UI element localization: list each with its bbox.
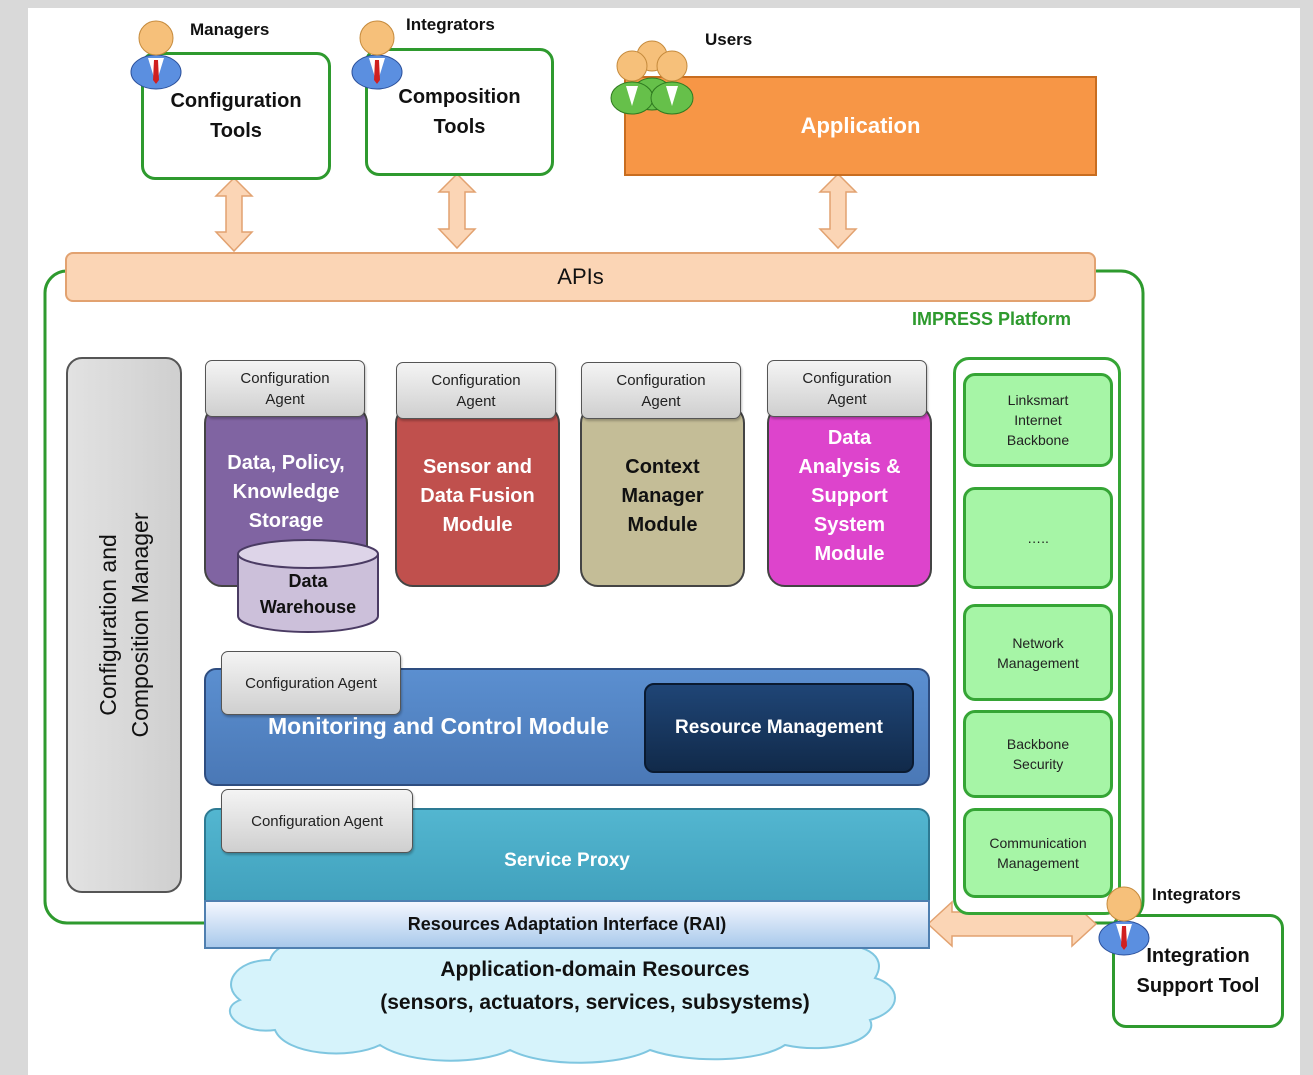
cylinder-icon: [237, 539, 379, 633]
context-manager-label: Context Manager Module: [621, 456, 704, 536]
apis-bar[interactable]: APIs: [65, 252, 1096, 302]
data-analysis-label: Data Analysis & Support System Module: [798, 427, 901, 565]
monitoring-control-label: Monitoring and Control Module: [268, 713, 610, 739]
side-item-network-management[interactable]: Network Management: [963, 604, 1113, 701]
manager-person-icon: [130, 20, 182, 90]
integrator-person-icon: [351, 20, 403, 90]
config-agent-service-proxy[interactable]: Configuration Agent: [221, 789, 413, 853]
service-proxy-label: Service Proxy: [504, 850, 630, 871]
side-item-linksmart[interactable]: Linksmart Internet Backbone: [963, 373, 1113, 467]
config-agent-storage[interactable]: Configuration Agent: [205, 360, 365, 417]
integrator-person-icon: [1098, 886, 1150, 956]
composition-manager-box[interactable]: Configuration and Composition Manager: [66, 357, 182, 893]
composition-manager-label: Configuration and Composition Manager: [95, 512, 153, 738]
config-agent-monitoring[interactable]: Configuration Agent: [221, 651, 401, 715]
role-managers: Managers: [190, 20, 270, 39]
users-group-icon: [610, 40, 694, 115]
application-box[interactable]: Application: [624, 76, 1097, 176]
role-integrators-top: Integrators: [406, 15, 495, 34]
platform-label: IMPRESS Platform: [912, 309, 1072, 329]
config-agent-context[interactable]: Configuration Agent: [581, 362, 741, 419]
data-policy-storage-label: Data, Policy, Knowledge Storage: [227, 452, 345, 532]
resources-cloud-label: Application-domain Resources (sensors, a…: [380, 958, 810, 1014]
config-agent-sensor[interactable]: Configuration Agent: [396, 362, 556, 419]
side-item-communication-management[interactable]: Communication Management: [963, 808, 1113, 898]
sensor-fusion-label: Sensor and Data Fusion Module: [420, 456, 535, 536]
side-item-backbone-security[interactable]: Backbone Security: [963, 710, 1113, 798]
side-item-ellipsis[interactable]: …..: [963, 487, 1113, 589]
data-analysis-module[interactable]: Data Analysis & Support System Module: [767, 405, 932, 587]
sensor-fusion-module[interactable]: Sensor and Data Fusion Module: [395, 405, 560, 587]
context-manager-module[interactable]: Context Manager Module: [580, 405, 745, 587]
role-integrators-bottom: Integrators: [1152, 885, 1241, 904]
data-warehouse-label: Data Warehouse: [259, 571, 357, 617]
config-agent-analysis[interactable]: Configuration Agent: [767, 360, 927, 417]
role-users: Users: [705, 30, 753, 49]
rai-bar[interactable]: Resources Adaptation Interface (RAI): [204, 900, 930, 949]
resource-management-box[interactable]: Resource Management: [644, 683, 914, 773]
